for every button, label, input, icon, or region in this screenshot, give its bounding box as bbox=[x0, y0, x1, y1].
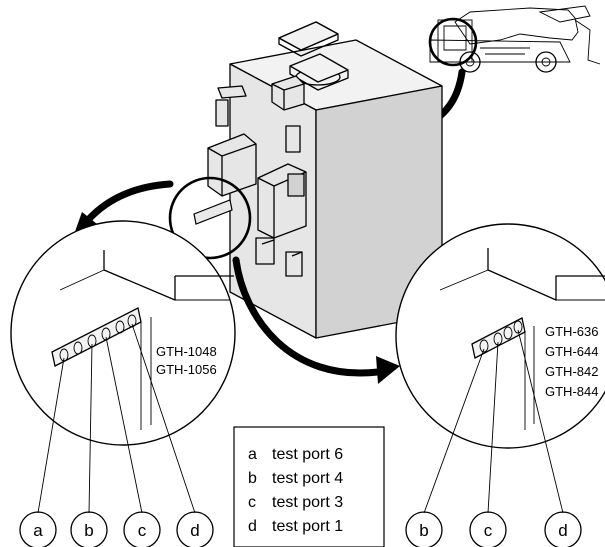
legend-text-d: test port 1 bbox=[272, 518, 343, 535]
test-port-highlight-circle bbox=[168, 176, 252, 260]
left-callout-c: c bbox=[138, 521, 147, 540]
right-model-1: GTH-636 bbox=[545, 324, 598, 339]
legend-letter-c: c bbox=[248, 494, 256, 511]
right-callout-b: b bbox=[419, 521, 428, 540]
left-model-1: GTH-1048 bbox=[156, 344, 217, 359]
right-callout-d: d bbox=[558, 521, 567, 540]
telehandler-machine-icon bbox=[429, 5, 601, 73]
legend-text-c: test port 3 bbox=[272, 494, 343, 511]
left-callouts: a b c d bbox=[19, 511, 214, 547]
left-model-2: GTH-1056 bbox=[156, 362, 217, 377]
right-callout-c: c bbox=[484, 521, 493, 540]
right-inset-magnified-view: GTH-636 GTH-644 GTH-842 GTH-844 bbox=[395, 223, 605, 514]
control-cabinet bbox=[193, 21, 443, 339]
machine-highlight-circle bbox=[428, 17, 478, 67]
legend-letter-b: b bbox=[248, 470, 257, 487]
legend-text-b: test port 4 bbox=[272, 470, 343, 487]
right-callouts: b c d bbox=[405, 511, 582, 547]
arrow-to-right-inset bbox=[232, 256, 400, 384]
left-callout-a: a bbox=[33, 521, 43, 540]
right-model-3: GTH-842 bbox=[545, 364, 598, 379]
right-model-4: GTH-844 bbox=[545, 384, 598, 399]
legend-text-a: test port 6 bbox=[272, 446, 343, 463]
legend-letter-d: d bbox=[248, 518, 257, 535]
legend-box: a test port 6 b test port 4 c test port … bbox=[233, 426, 385, 547]
left-inset-magnified-view: GTH-1048 GTH-1056 bbox=[10, 220, 236, 514]
left-callout-d: d bbox=[190, 521, 199, 540]
left-callout-b: b bbox=[84, 521, 93, 540]
legend-letter-a: a bbox=[248, 446, 257, 463]
right-model-2: GTH-644 bbox=[545, 344, 598, 359]
